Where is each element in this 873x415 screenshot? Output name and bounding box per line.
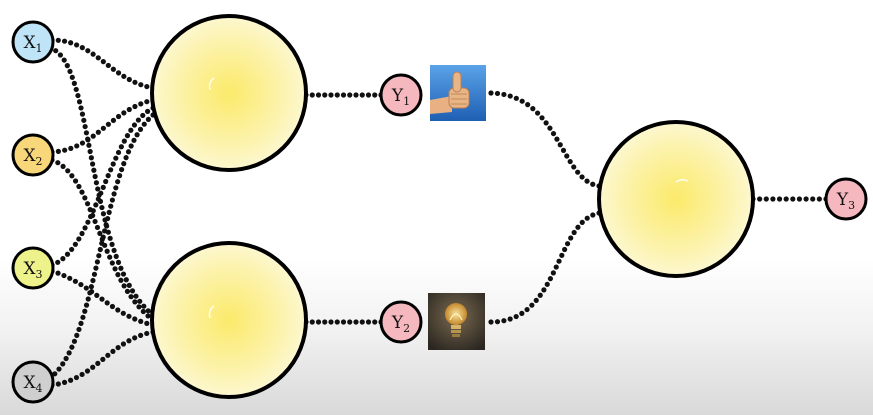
thumbs-up-icon [430,65,486,121]
svg-text:Y2: Y2 [391,313,410,335]
link-bulb-n3 [488,210,602,325]
link-thumb-n3 [488,90,602,189]
svg-text:X3: X3 [23,259,42,281]
link-x1-n2 [47,45,156,318]
input-node-x1: X1 [11,20,55,64]
link-n3-y3 [750,196,829,202]
svg-text:X1: X1 [23,33,42,55]
neuron-3 [597,120,755,278]
svg-text:X4: X4 [23,373,42,395]
link-n1-y1 [303,92,384,98]
link-x3-n2 [49,268,156,328]
input-node-x3: X3 [11,246,55,290]
neuron-2 [150,241,308,399]
output-node-y3: Y3 [824,177,868,221]
svg-text:X2: X2 [23,146,42,168]
input-node-x1-circle [11,20,55,64]
svg-text:Y3: Y3 [836,190,855,212]
link-n2-y2 [303,319,384,325]
link-x3-n1 [49,105,156,268]
output-node-y1: Y1 [379,73,423,117]
input-node-x4: X4 [11,360,55,404]
connections [47,37,829,388]
link-x4-n1 [47,112,156,381]
link-x2-n1 [49,97,156,155]
lightbulb-icon [428,293,485,350]
output-node-y2: Y2 [379,300,423,344]
input-node-x2: X2 [11,133,55,177]
link-x1-n1 [49,37,156,91]
neuron-1 [150,14,308,172]
svg-text:Y1: Y1 [391,86,410,108]
